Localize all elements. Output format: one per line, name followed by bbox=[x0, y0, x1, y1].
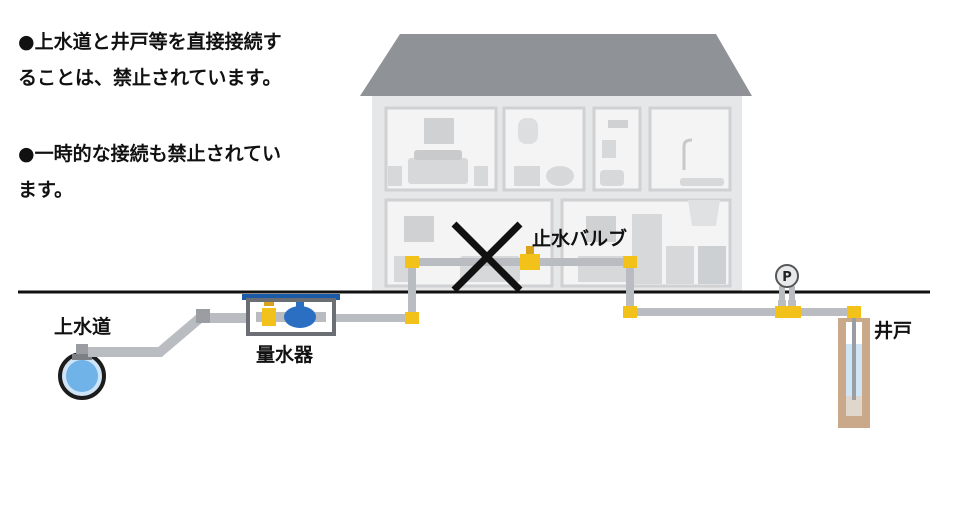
note-line-4: ます。 bbox=[18, 179, 74, 201]
house-roof bbox=[360, 34, 752, 96]
stop-valve-label: 止水バルブ bbox=[532, 228, 628, 250]
cross-mark-icon bbox=[451, 221, 523, 293]
pump-icon bbox=[775, 264, 799, 306]
warning-note-2: ●一時的な接続も禁止されてい ます。 bbox=[18, 136, 338, 208]
water-main-pipe bbox=[58, 344, 106, 400]
meter-label: 量水器 bbox=[256, 344, 314, 366]
note-line-1: ●上水道と井戸等を直接接続す bbox=[18, 31, 282, 53]
water-meter-icon bbox=[284, 306, 316, 328]
house bbox=[360, 34, 752, 292]
warning-note-1: ●上水道と井戸等を直接接続す ることは、禁止されています。 bbox=[18, 24, 338, 96]
room-bathroom bbox=[648, 106, 732, 192]
note-line-2: ることは、禁止されています。 bbox=[18, 67, 282, 89]
well-label: 井戸 bbox=[874, 320, 913, 342]
pipe-fittings bbox=[405, 246, 861, 324]
water-main-label: 上水道 bbox=[54, 316, 112, 338]
stop-valve-icon bbox=[520, 254, 540, 270]
note-line-3: ●一時的な接続も禁止されてい bbox=[18, 143, 282, 165]
well bbox=[838, 318, 870, 428]
furniture bbox=[388, 118, 726, 284]
meter-box bbox=[242, 294, 340, 336]
pump-label: P bbox=[782, 270, 792, 285]
